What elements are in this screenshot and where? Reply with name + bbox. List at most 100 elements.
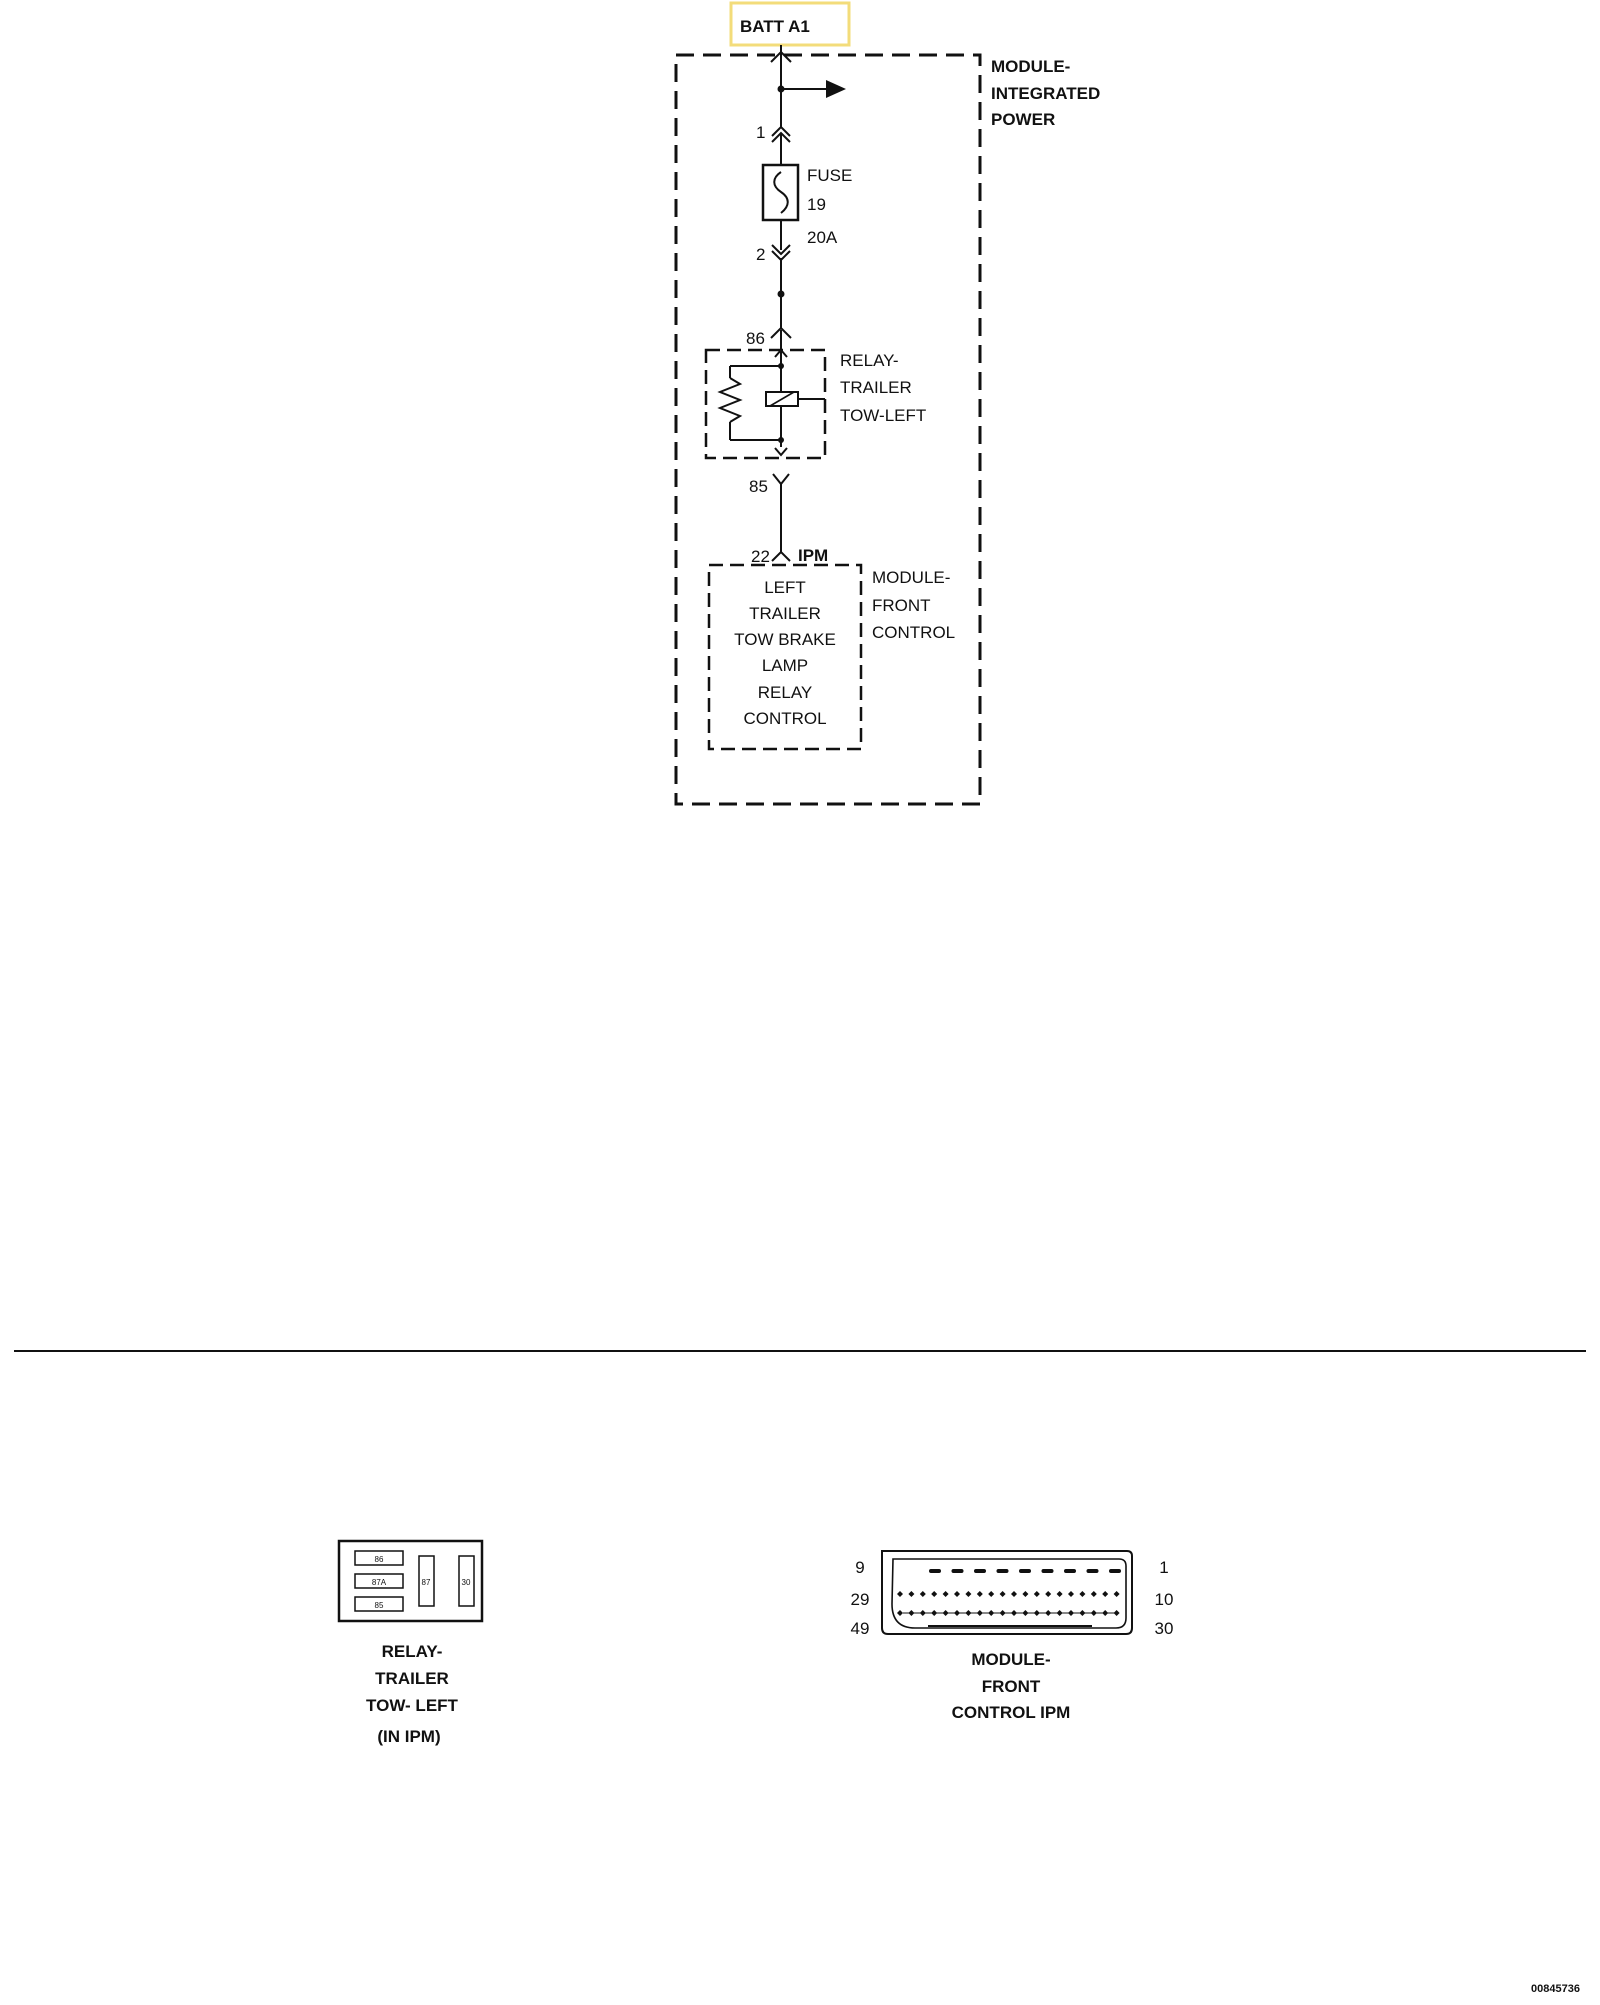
module-pin-label-10: 10	[1155, 1590, 1174, 1609]
module-pin-cavity	[988, 1591, 995, 1597]
module-connector-view: 9 29 49 1 10 30 MODULE- FRONT CONTROL IP…	[851, 1550, 1174, 1722]
module-pin-cavity	[1064, 1569, 1076, 1573]
module-pin-cavity	[1011, 1591, 1017, 1597]
module-pin-cavity	[919, 1591, 926, 1597]
module-pin-cavity	[929, 1569, 941, 1573]
module-pin-cavity	[1022, 1591, 1029, 1597]
module-pin-cavity	[1113, 1591, 1120, 1597]
fuse-19: FUSE 19 20A	[761, 133, 852, 250]
fuse-pin-2-connector: 2	[756, 244, 791, 264]
module-integrated-power-line-1: MODULE-	[991, 57, 1070, 76]
module-connector-keyway	[891, 1558, 1127, 1629]
module-function-line-5: RELAY	[758, 683, 813, 702]
module-pin-cavity	[1045, 1591, 1052, 1597]
relay-pin-86-label: 86	[746, 329, 765, 348]
relay-terminal-87-label: 87	[422, 1578, 431, 1587]
power-source-batt-a1: BATT A1	[729, 1, 851, 47]
relay-trailer-tow-left: RELAY- TRAILER TOW-LEFT	[704, 330, 926, 460]
module-view-caption-line-1: MODULE-	[971, 1650, 1050, 1669]
power-source-highlight	[729, 1, 851, 47]
module-pin-label-30: 30	[1155, 1619, 1174, 1638]
relay-terminal-30	[458, 1555, 475, 1607]
module-view-caption-line-2: FRONT	[982, 1677, 1041, 1696]
module-pin-row-3	[897, 1610, 1120, 1616]
module-pin-cavity	[951, 1569, 964, 1573]
module-function-line-4: LAMP	[762, 656, 808, 675]
module-pin-cavity	[999, 1591, 1006, 1597]
feed-wire	[770, 45, 846, 128]
module-pin-cavity	[897, 1591, 903, 1597]
relay-enclosure	[704, 348, 827, 460]
relay-view-caption-line-1: RELAY-	[382, 1642, 443, 1661]
module-pin-cavity	[1086, 1569, 1099, 1573]
module-name-line-1: MODULE-	[872, 568, 950, 587]
module-pin-cavity	[976, 1591, 983, 1597]
module-pin-cavity	[965, 1591, 972, 1597]
module-pin-cavity	[1019, 1569, 1031, 1573]
module-name-line-3: CONTROL	[872, 623, 955, 642]
fuse-number: 19	[807, 195, 826, 214]
module-pin-row-1	[929, 1569, 1121, 1573]
module-pin-cavity	[1068, 1591, 1074, 1597]
module-connector-shell	[881, 1550, 1133, 1635]
fuse-label: FUSE	[807, 166, 852, 185]
relay-connector-view: 86 87A 85 87 30 RELAY- TRAILER TOW- LEFT…	[337, 1539, 484, 1746]
fuse-to-relay-wire: 86	[746, 258, 792, 348]
relay-pin-85-label: 85	[749, 477, 768, 496]
module-function-line-1: LEFT	[764, 578, 806, 597]
module-function-line-6: CONTROL	[743, 709, 826, 728]
resistor-icon	[717, 377, 743, 423]
module-pin-22-label: 22	[751, 547, 770, 566]
fuse-pin-1-connector: 1	[756, 123, 791, 143]
relay-terminal-87a-label: 87A	[372, 1578, 387, 1587]
module-pin-cavity	[942, 1591, 949, 1597]
relay-view-caption-line-4: (IN IPM)	[377, 1727, 440, 1746]
relay-view-caption-line-3: TOW- LEFT	[366, 1696, 458, 1715]
module-pin-cavity	[996, 1569, 1009, 1573]
power-source-label: BATT A1	[740, 17, 810, 36]
fuse-pin-out-label: 2	[756, 245, 765, 264]
module-pin-cavity	[1079, 1591, 1086, 1597]
fuse-pin-in-label: 1	[756, 123, 765, 142]
relay-terminal-85	[354, 1596, 404, 1612]
module-pin-cavity	[954, 1591, 960, 1597]
relay-label-line-2: TRAILER	[840, 378, 912, 397]
front-control-module-enclosure	[707, 563, 863, 751]
relay-label-line-1: RELAY-	[840, 351, 899, 370]
module-function-line-2: TRAILER	[749, 604, 821, 623]
module-pin-cavity	[931, 1591, 938, 1597]
module-connector-label: IPM	[798, 546, 828, 565]
module-integrated-power-line-3: POWER	[991, 110, 1055, 129]
relay-view-caption-line-2: TRAILER	[375, 1669, 449, 1688]
relay-label-line-3: TOW-LEFT	[840, 406, 926, 425]
module-pin-label-1: 1	[1159, 1558, 1168, 1577]
relay-terminal-30-label: 30	[462, 1578, 471, 1587]
module-view-caption-line-3: CONTROL IPM	[952, 1703, 1071, 1722]
relay-terminal-87	[418, 1555, 435, 1607]
relay-terminal-85-label: 85	[375, 1601, 384, 1610]
module-pin-cavity	[1109, 1569, 1121, 1573]
module-integrated-power-enclosure	[674, 53, 982, 806]
module-function-line-3: TOW BRAKE	[734, 630, 836, 649]
module-pin-cavity	[897, 1610, 903, 1616]
module-pin-label-9: 9	[855, 1558, 864, 1577]
figure-code: 00845736	[1531, 1983, 1580, 1995]
module-pin-cavity	[1056, 1591, 1063, 1597]
module-pin-cavity	[1102, 1591, 1109, 1597]
module-pin-cavity	[974, 1569, 986, 1573]
relay-terminal-87a	[354, 1573, 404, 1589]
module-name-line-2: FRONT	[872, 596, 931, 615]
module-pin-label-29: 29	[851, 1590, 870, 1609]
fuse-element-icon	[773, 171, 789, 214]
relay-terminal-86	[354, 1550, 404, 1566]
module-pin-cavity	[1033, 1591, 1040, 1597]
module-pin-cavity	[908, 1591, 915, 1597]
module-integrated-power-label: MODULE- INTEGRATED POWER	[991, 57, 1100, 129]
relay-to-module-wire: 85	[749, 473, 791, 562]
relay-connector-outline	[337, 1539, 484, 1623]
module-integrated-power-line-2: INTEGRATED	[991, 84, 1100, 103]
relay-terminal-86-label: 86	[375, 1555, 384, 1564]
module-pin-row-2	[897, 1591, 1120, 1597]
